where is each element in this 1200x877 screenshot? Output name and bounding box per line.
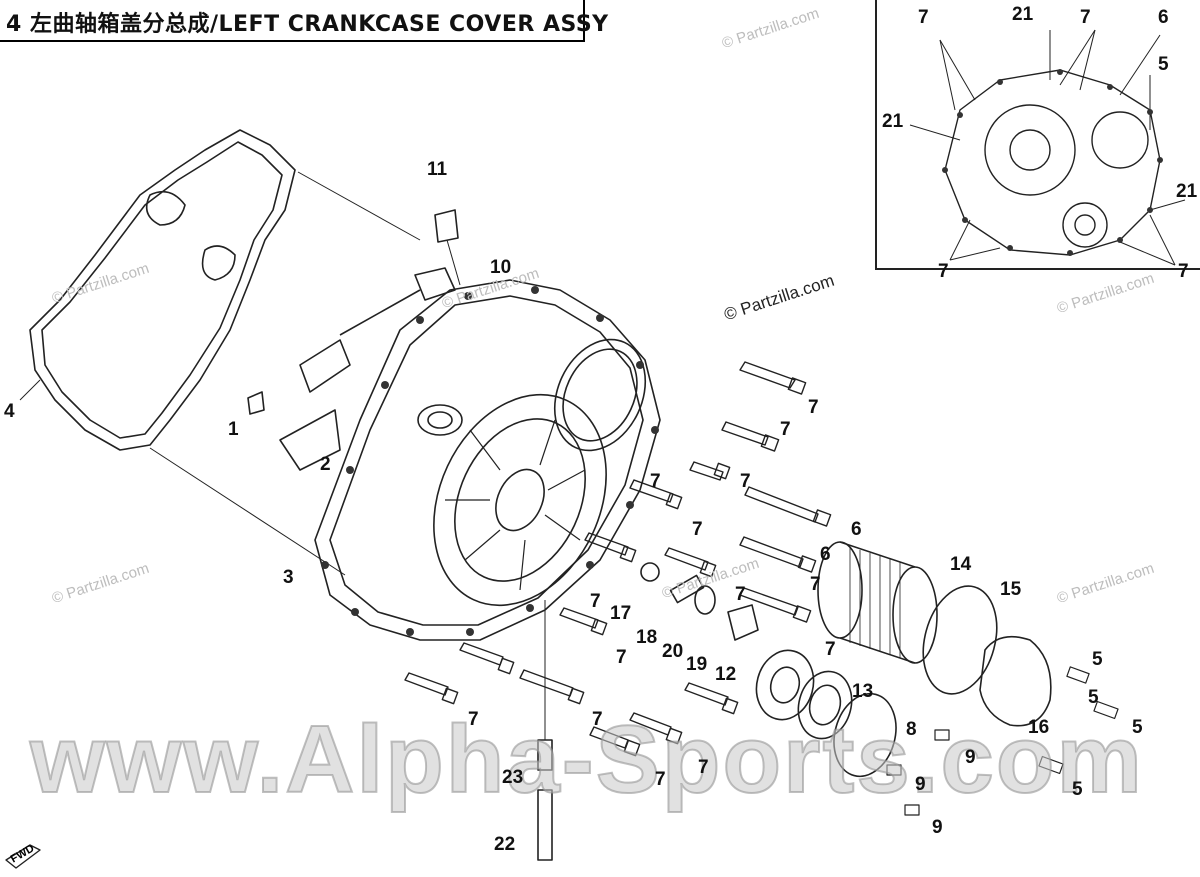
callout-7: 7 — [808, 397, 819, 418]
callout-7: 7 — [655, 769, 666, 790]
callout-17: 17 — [610, 603, 632, 624]
callout-7: 7 — [698, 757, 709, 778]
bracket-part — [279, 409, 341, 471]
callout-23: 23 — [502, 767, 524, 788]
callout-7: 7 — [468, 709, 479, 730]
callout-6: 6 — [820, 544, 831, 565]
callout-12: 12 — [715, 664, 737, 685]
gasket-outline — [29, 129, 296, 451]
callout-7: 7 — [780, 419, 791, 440]
callout-1: 1 — [228, 419, 239, 440]
sensor-part — [414, 267, 456, 301]
cover-body — [314, 279, 661, 641]
callout-7: 7 — [592, 709, 603, 730]
callout-7: 7 — [740, 471, 751, 492]
inset-callout-21: 21 — [882, 111, 904, 132]
plug-part — [727, 604, 759, 641]
callout-5: 5 — [1072, 779, 1083, 800]
callout-4: 4 — [4, 401, 15, 422]
callout-9: 9 — [965, 747, 976, 768]
callout-7: 7 — [590, 591, 601, 612]
callout-10: 10 — [490, 257, 512, 278]
callout-7: 7 — [735, 584, 746, 605]
callout-20: 20 — [662, 641, 684, 662]
callout-7: 7 — [616, 647, 627, 668]
callout-7: 7 — [825, 639, 836, 660]
callout-7: 7 — [650, 471, 661, 492]
bolts-group — [404, 361, 832, 757]
inset-callout-7: 7 — [918, 7, 929, 28]
ball-part — [640, 562, 660, 582]
o-ring — [922, 585, 998, 695]
callout-9: 9 — [932, 817, 943, 838]
inset-callout-5: 5 — [1158, 54, 1169, 75]
title-box: 4 左曲轴箱盖分总成/LEFT CRANKCASE COVER ASSY — [0, 0, 608, 42]
callout-22: 22 — [494, 834, 516, 855]
callout-14: 14 — [950, 554, 972, 575]
oil-plug — [434, 209, 459, 243]
inset-callout-21: 21 — [1012, 4, 1034, 25]
callout-19: 19 — [686, 654, 708, 675]
spring-part — [669, 574, 705, 604]
callout-7: 7 — [692, 519, 703, 540]
callout-6: 6 — [851, 519, 862, 540]
callout-18: 18 — [636, 627, 658, 648]
callout-3: 3 — [283, 567, 294, 588]
watermark-alpha-sports: www.Alpha-Sports.com — [29, 705, 1144, 814]
seal — [797, 670, 853, 740]
inset-frame — [875, 0, 1200, 270]
inset-callout-21: 21 — [1176, 181, 1198, 202]
callout-15: 15 — [1000, 579, 1022, 600]
callout-16: 16 — [1028, 717, 1050, 738]
gasket-inner — [41, 141, 283, 439]
connector — [299, 339, 351, 393]
inset-callout-7: 7 — [1080, 7, 1091, 28]
oil-filter — [817, 541, 938, 664]
inset-callout-7: 7 — [938, 261, 949, 282]
clutch-housing — [433, 393, 607, 607]
callout-11: 11 — [427, 159, 448, 180]
filter-cover — [979, 635, 1052, 727]
callout-5: 5 — [1092, 649, 1103, 670]
callout-13: 13 — [852, 681, 874, 702]
bearing — [755, 649, 815, 721]
callout-5: 5 — [1132, 717, 1143, 738]
callout-7: 7 — [810, 574, 821, 595]
callout-8: 8 — [906, 719, 917, 740]
inset-drawing — [909, 29, 1186, 266]
diagram-title: 4 左曲轴箱盖分总成/LEFT CRANKCASE COVER ASSY — [6, 12, 609, 37]
upper-cover-window — [553, 338, 647, 452]
callout-9: 9 — [915, 774, 926, 795]
callout-2: 2 — [320, 454, 331, 475]
inset-callout-6: 6 — [1158, 7, 1169, 28]
inset-callout-7: 7 — [1178, 261, 1189, 282]
callout-5: 5 — [1088, 687, 1099, 708]
